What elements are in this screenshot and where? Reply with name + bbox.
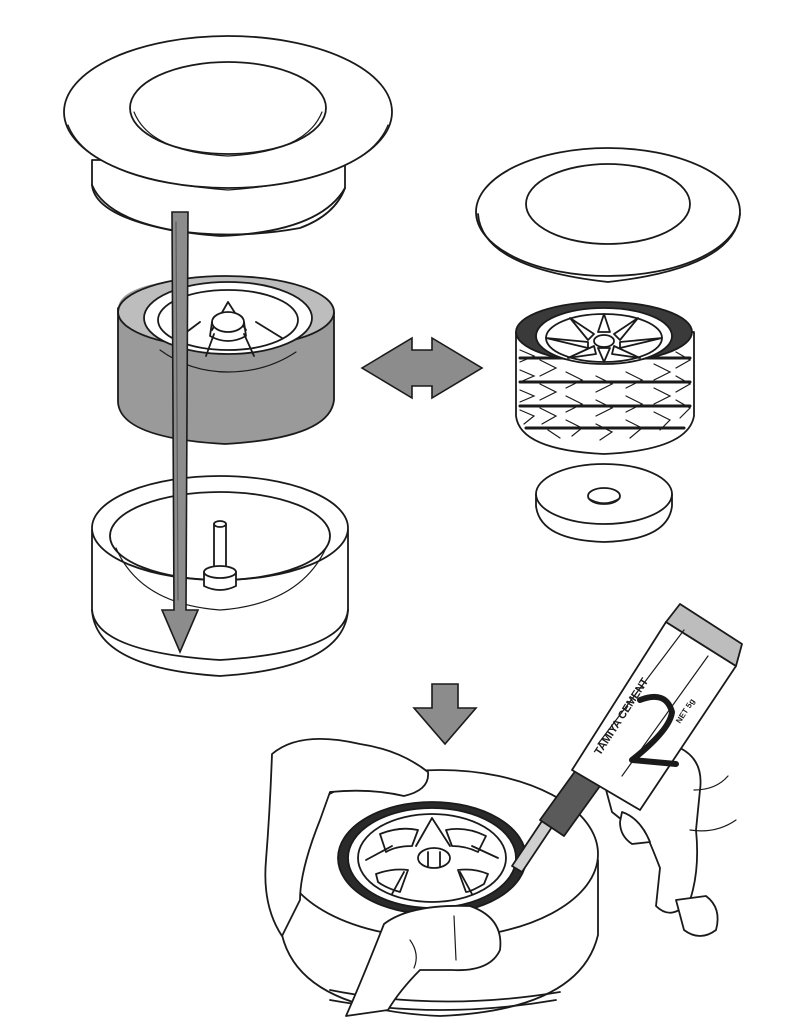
swap-double-arrow-icon xyxy=(360,336,484,400)
spacer-washer-icon xyxy=(535,463,673,543)
wheel-smooth-tire-icon xyxy=(117,275,335,445)
mold-cup-with-pin-icon xyxy=(91,475,349,677)
insert-down-arrow-icon xyxy=(160,211,200,655)
mold-ring-flat-icon xyxy=(475,147,741,283)
step-down-arrow-icon xyxy=(412,683,478,746)
cement-tube-icon: TAMIYA CEMENT NET 5g xyxy=(511,603,743,873)
mold-ring-large-icon xyxy=(63,35,393,237)
wheel-treaded-tire-icon xyxy=(515,301,695,455)
